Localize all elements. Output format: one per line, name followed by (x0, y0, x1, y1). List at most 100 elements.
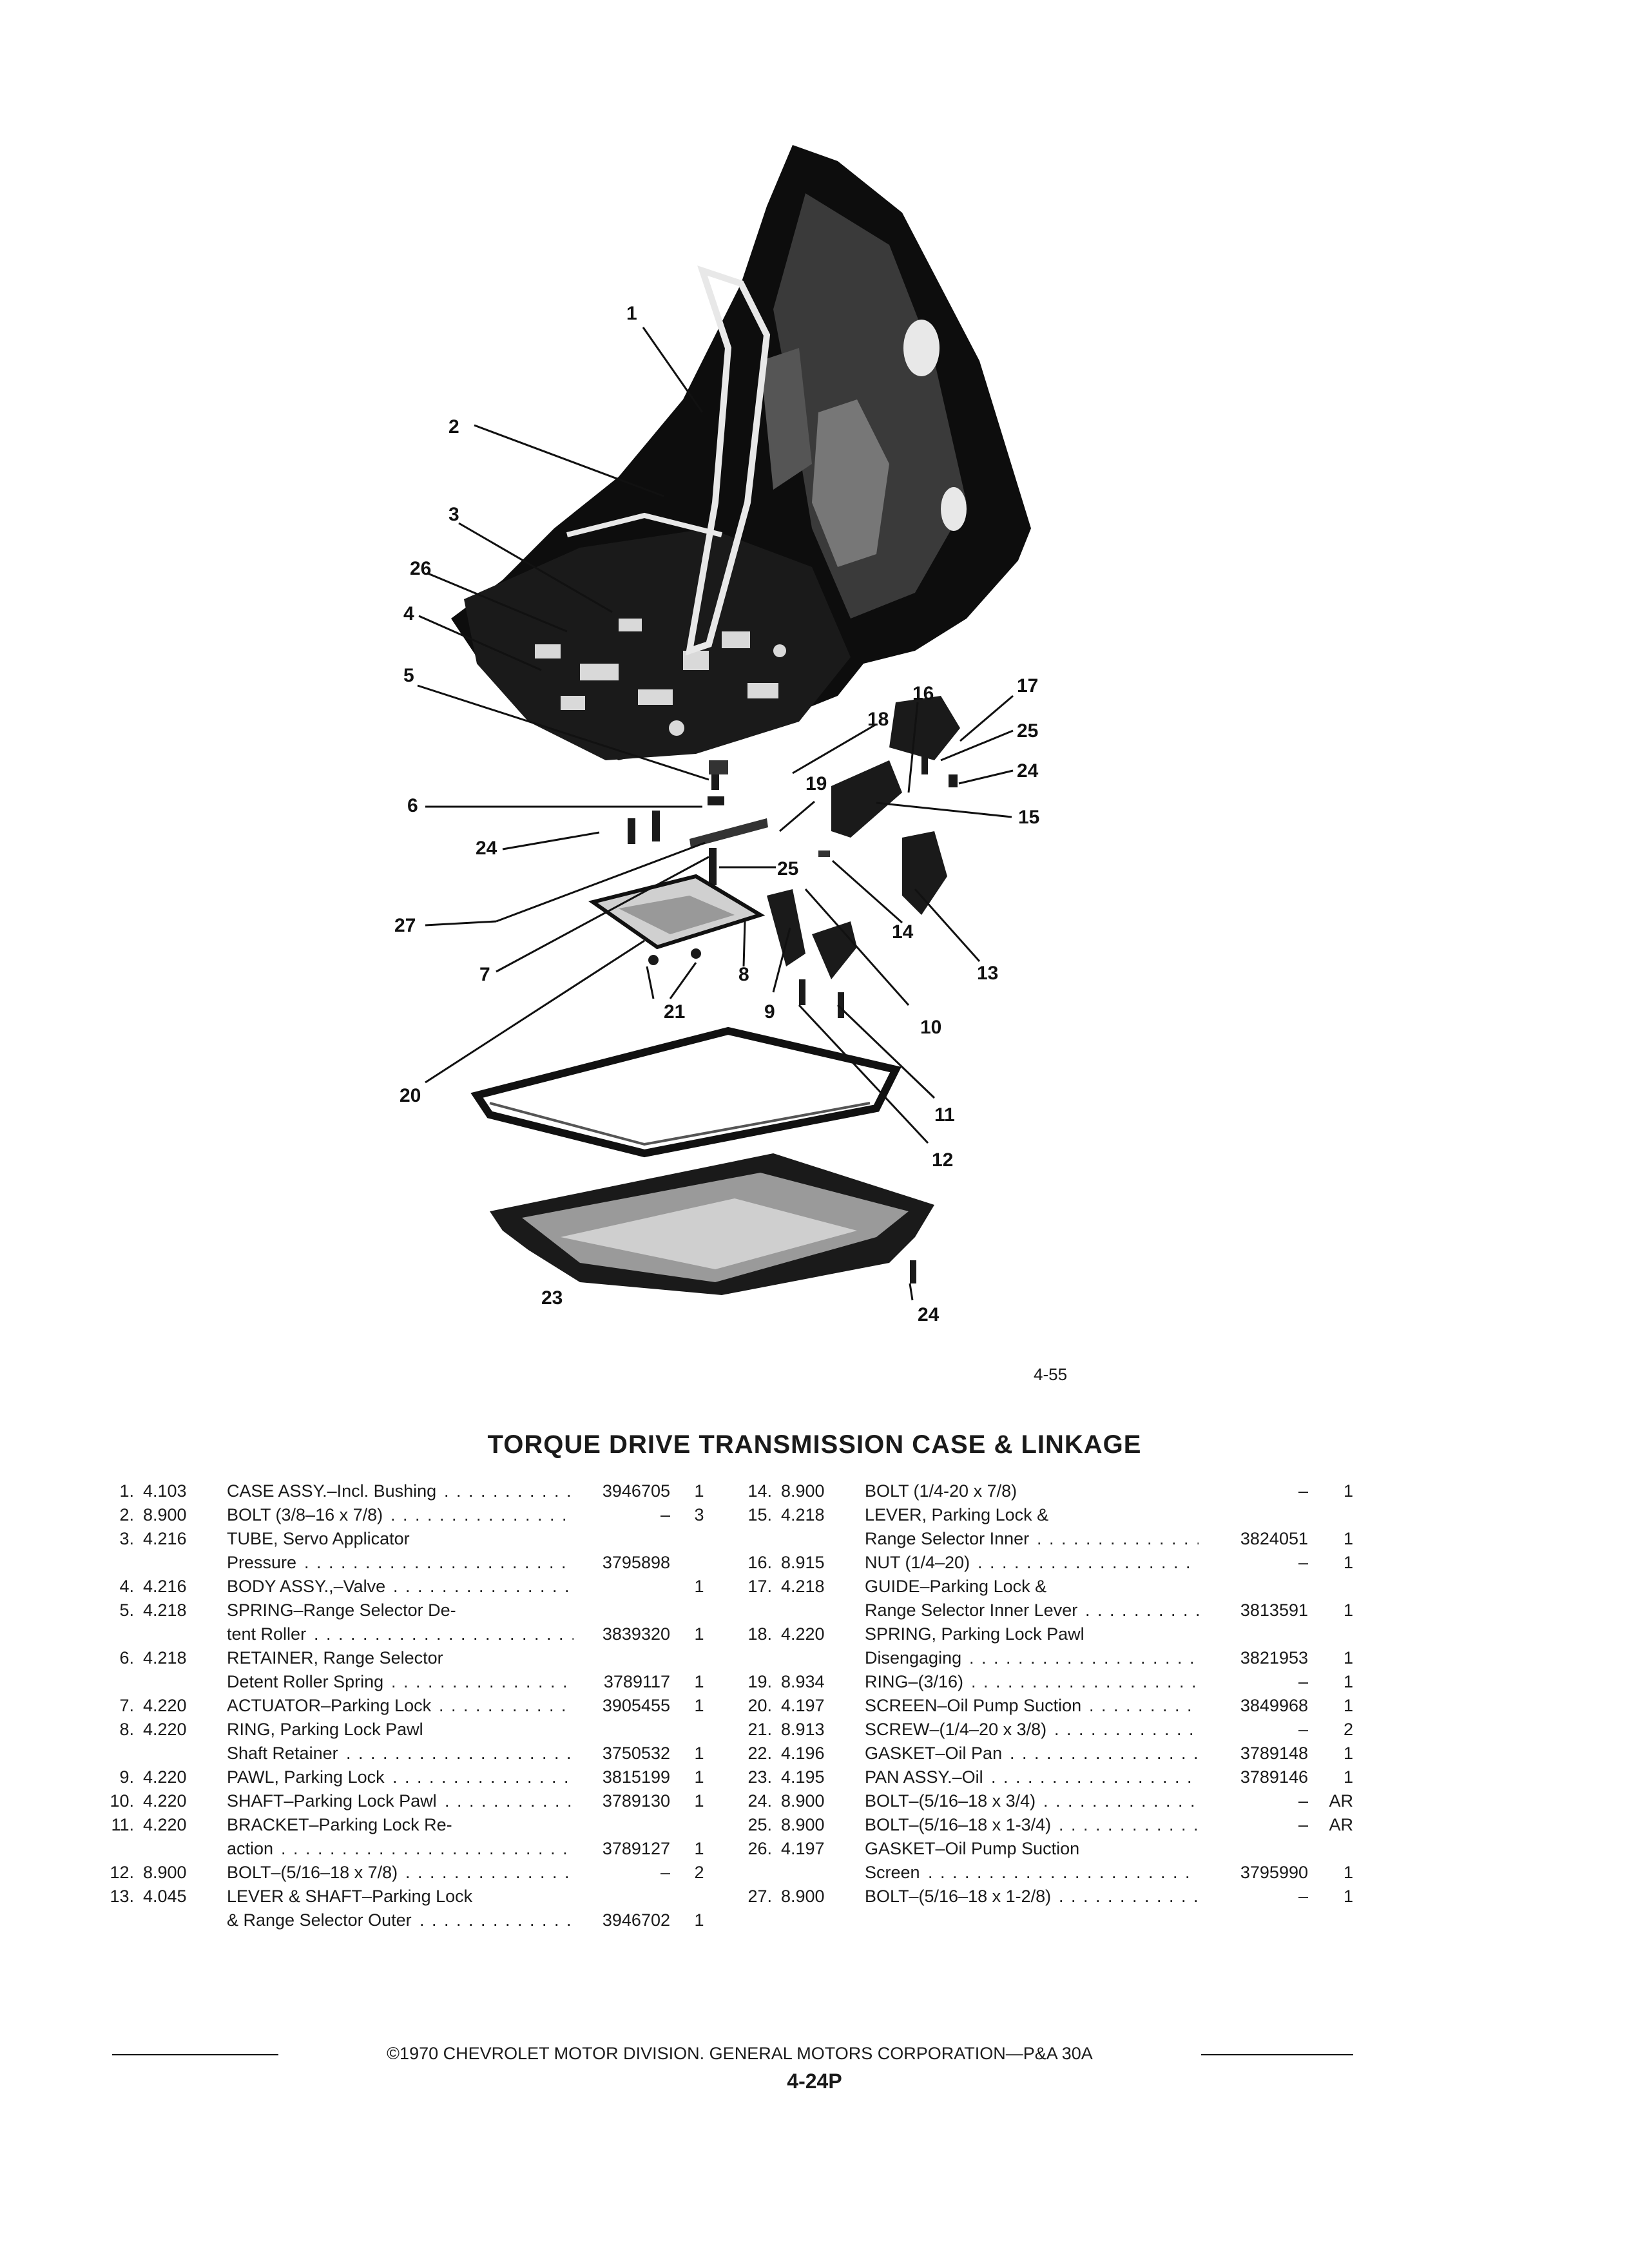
item-number: 21. (747, 1720, 772, 1739)
part-description: RING–(3/16) (865, 1672, 964, 1691)
quantity: 2 (694, 1863, 704, 1882)
part-number: – (1298, 1791, 1308, 1811)
callout-27: 27 (394, 915, 416, 936)
group-number: 4.197 (781, 1696, 825, 1715)
item-number: 27. (747, 1887, 772, 1906)
quantity: 1 (694, 1767, 704, 1787)
part-description: GUIDE–Parking Lock & (865, 1577, 1047, 1596)
linkage-small-parts-drawing (628, 696, 960, 1018)
part-description: Detent Roller Spring (227, 1672, 384, 1691)
callout-leader-lines (417, 327, 1014, 1301)
leader-dots: . . . . . . . . . . . . . . . . . . . . … (444, 1481, 574, 1501)
part-number: 3789127 (602, 1839, 670, 1858)
group-number: 4.216 (143, 1577, 187, 1596)
part-description: SCREEN–Oil Pump Suction (865, 1696, 1082, 1715)
group-number: 4.218 (781, 1505, 825, 1524)
part-description: SPRING–Range Selector De- (227, 1600, 456, 1620)
callout-19: 19 (805, 773, 827, 794)
part-description: SCREW–(1/4–20 x 3/8) (865, 1720, 1047, 1739)
quantity: 1 (694, 1839, 704, 1858)
part-number: 3789130 (602, 1791, 670, 1811)
group-number: 4.216 (143, 1529, 187, 1548)
leader-dots: . . . . . . . . . . . . . . . . . . . . … (314, 1624, 574, 1644)
group-number: 8.900 (781, 1815, 825, 1834)
part-description: BODY ASSY.,–Valve (227, 1577, 386, 1596)
item-number: 20. (747, 1696, 772, 1715)
part-description: SPRING, Parking Lock Pawl (865, 1624, 1084, 1644)
quantity: 1 (694, 1577, 704, 1596)
part-number: – (660, 1863, 670, 1882)
page-number: 4-24P (787, 2070, 842, 2093)
leader-dots: . . . . . . . . . . . . . . . . . . . . … (928, 1863, 1199, 1882)
leader-dots: . . . . . . . . . . . . . . . . . . . . … (1037, 1529, 1199, 1548)
callout-20: 20 (400, 1085, 421, 1106)
leader-dots: . . . . . . . . . . . . . . . . . . . . … (392, 1767, 574, 1787)
part-number: 3789148 (1240, 1744, 1308, 1763)
callout-12: 12 (932, 1149, 953, 1171)
item-number: 13. (110, 1887, 134, 1906)
callout-5: 5 (403, 665, 414, 686)
quantity: 1 (694, 1672, 704, 1691)
part-description: TUBE, Servo Applicator (227, 1529, 410, 1548)
callout-4: 4 (403, 603, 414, 624)
part-description: LEVER & SHAFT–Parking Lock (227, 1887, 473, 1906)
part-number: 3946702 (602, 1910, 670, 1930)
part-number: 3821953 (1240, 1648, 1308, 1667)
group-number: 4.195 (781, 1767, 825, 1787)
part-number: – (1298, 1815, 1308, 1834)
part-description: NUT (1/4–20) (865, 1553, 970, 1572)
item-number: 5. (119, 1600, 134, 1620)
part-number: – (660, 1505, 670, 1524)
page-title: TORQUE DRIVE TRANSMISSION CASE & LINKAGE (487, 1430, 1142, 1459)
footer-rule-left (112, 2054, 278, 2055)
part-description: Shaft Retainer (227, 1744, 338, 1763)
item-number: 23. (747, 1767, 772, 1787)
part-description: CASE ASSY.–Incl. Bushing (227, 1481, 437, 1501)
group-number: 8.900 (143, 1505, 187, 1524)
part-number: 3795898 (602, 1553, 670, 1572)
oil-pan-gasket-drawing (470, 1026, 901, 1158)
item-number: 8. (119, 1720, 134, 1739)
group-number: 4.197 (781, 1839, 825, 1858)
part-description: BRACKET–Parking Lock Re- (227, 1815, 452, 1834)
callout-3: 3 (448, 504, 459, 525)
group-number: 8.934 (781, 1672, 825, 1691)
leader-dots: . . . . . . . . . . . . . . . . . . . . … (439, 1696, 574, 1715)
leader-dots: . . . . . . . . . . . . . . . . . . . . … (971, 1672, 1199, 1691)
leader-dots: . . . . . . . . . . . . . . . . . . . . … (390, 1505, 574, 1524)
group-number: 4.196 (781, 1744, 825, 1763)
quantity: 1 (1343, 1648, 1353, 1667)
callout-2: 2 (448, 416, 459, 437)
part-description: PAWL, Parking Lock (227, 1767, 385, 1787)
part-description: PAN ASSY.–Oil (865, 1767, 983, 1787)
footer-rule-right (1201, 2054, 1353, 2055)
part-description: LEVER, Parking Lock & (865, 1505, 1049, 1524)
callout-21: 21 (664, 1001, 685, 1023)
part-description: & Range Selector Outer (227, 1910, 412, 1930)
part-number: – (1298, 1481, 1308, 1501)
callout-6: 6 (407, 795, 418, 816)
parts-row: tent Roller. . . . . . . . . . . . . . .… (97, 1622, 715, 1646)
part-description: Range Selector Inner Lever (865, 1600, 1078, 1620)
item-number: 25. (747, 1815, 772, 1834)
quantity: 1 (694, 1696, 704, 1715)
item-number: 17. (747, 1577, 772, 1596)
part-description: Range Selector Inner (865, 1529, 1030, 1548)
group-number: 4.218 (143, 1648, 187, 1667)
part-number: 3815199 (602, 1767, 670, 1787)
group-number: 8.900 (143, 1863, 187, 1882)
leader-dots: . . . . . . . . . . . . . . . . . . . . … (445, 1791, 574, 1811)
part-description: action (227, 1839, 274, 1858)
